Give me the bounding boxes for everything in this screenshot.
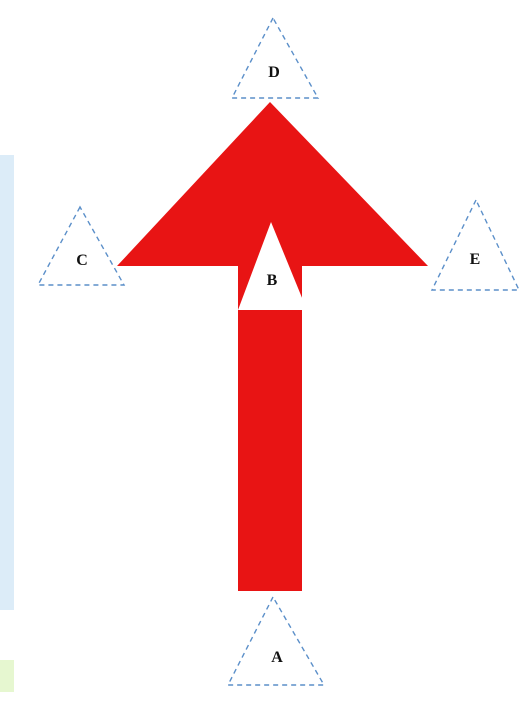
node-d: D [230,16,320,99]
node-c-triangle [36,205,126,286]
background-strip-green [0,660,14,692]
arrow-shaft [238,262,302,591]
node-e-triangle [430,198,521,291]
node-c-label: C [76,252,88,269]
node-d-triangle [230,16,320,99]
node-c: C [36,205,126,286]
node-a: A [226,595,326,686]
node-a-triangle [226,595,326,686]
node-b: B [238,222,307,310]
node-a-label: A [271,649,283,666]
node-b-triangle [238,222,307,310]
node-e: E [430,198,521,291]
node-e-label: E [470,251,481,268]
red-arrow [117,102,428,591]
background-strip [0,155,14,610]
node-d-label: D [268,64,280,81]
arrow-head [117,102,428,266]
node-b-label: B [267,272,278,289]
